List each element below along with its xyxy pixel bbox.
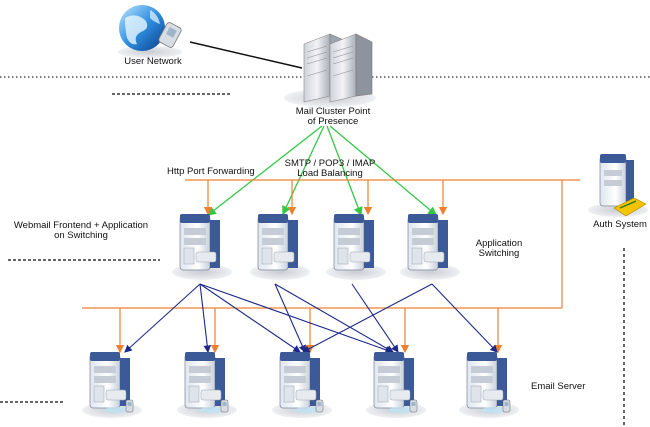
email-server-icon-3 [272,352,332,418]
orange-lower-bus [82,307,562,354]
http-forwarding-label: Http Port Forwarding [167,166,255,177]
auth-system-label: Auth System [593,219,647,230]
user-network-link [189,41,303,69]
user-network-label: User Network [124,56,182,67]
globe-with-phone-icon [118,5,182,58]
orange-upper-bus [185,179,580,308]
smtp-label-line2: Load Balancing [297,168,363,179]
mail-cluster-label-line2: of Presence [307,116,359,127]
green-links [206,125,437,217]
email-server-icon-1 [82,352,142,418]
app-server-icon-4 [400,214,460,280]
mail-cluster-label-line1: Mail Cluster Point [295,106,371,117]
smtp-label-line1: SMTP / POP3 / IMAP [284,158,376,169]
webmail-label-line1: Webmail Frontend + Application [13,220,149,231]
email-server-icon-4 [366,352,426,418]
blue-links [124,283,498,354]
server-with-key-card-icon [588,154,648,217]
app-server-icon-2 [250,214,310,280]
app-switching-label-line2: Switching [478,248,520,259]
email-server-icon-2 [177,352,237,418]
app-server-icon-3 [326,214,386,280]
webmail-label-line2: on Switching [54,230,108,241]
email-server-icon-5 [459,352,519,418]
email-server-label: Email Server [531,381,586,392]
app-server-icon-1 [172,214,232,280]
app-switching-label-line1: Application [475,238,523,249]
rack-server-icon [284,33,376,107]
